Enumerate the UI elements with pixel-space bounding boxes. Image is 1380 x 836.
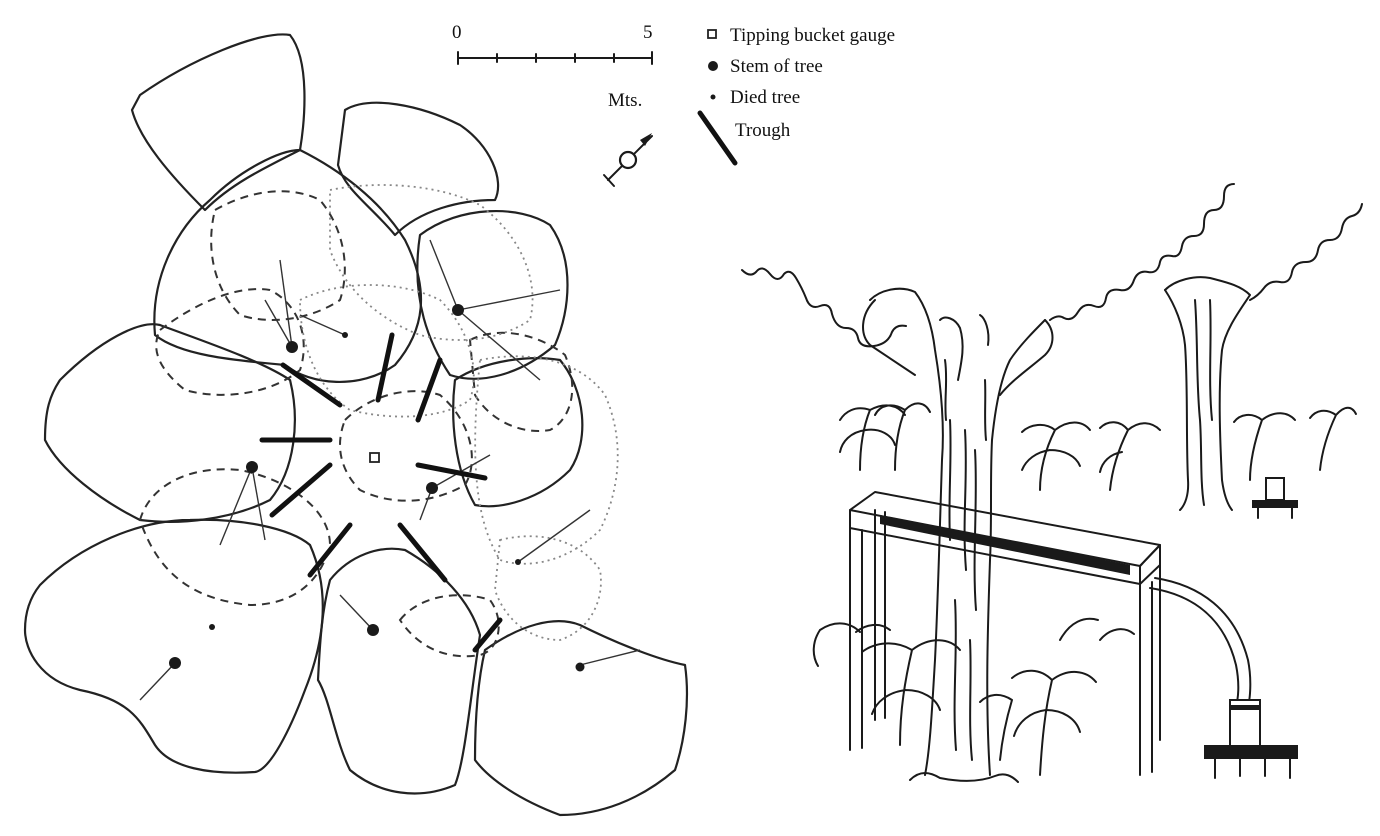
trough — [269, 462, 333, 518]
tree-stem — [452, 304, 464, 316]
troughs — [259, 332, 503, 653]
died-tree — [209, 624, 215, 630]
undergrowth — [812, 402, 1357, 776]
small-dot-icon — [710, 94, 716, 100]
trough — [280, 362, 343, 408]
tipping-bucket-illustration — [1204, 699, 1298, 779]
crown-outline — [316, 547, 482, 795]
open-square-icon — [707, 29, 717, 39]
crown-outline-dashed — [138, 468, 332, 607]
background-tree-trunk — [1164, 289, 1190, 511]
crown-outline-dashed — [468, 331, 574, 432]
main-tree-trunk — [869, 287, 944, 776]
died-tree — [342, 332, 348, 338]
scale-unit-label: Mts. — [608, 90, 642, 111]
tree-stems — [169, 304, 585, 672]
crown-outline — [153, 148, 423, 383]
tree-stem — [246, 461, 258, 473]
legend-label-stem: Stem of tree — [730, 56, 823, 77]
crown-outline — [130, 33, 306, 212]
trough — [375, 332, 395, 403]
trough-illustration — [741, 183, 1363, 783]
canopy-line — [1249, 203, 1363, 301]
crown-map — [23, 33, 689, 817]
crown-outline — [416, 209, 569, 380]
legend-label-died: Died tree — [730, 87, 800, 108]
trough-line-icon — [697, 110, 738, 166]
crown-outline — [452, 357, 584, 508]
crown-outline-dotted — [329, 184, 534, 341]
crown-outline — [43, 323, 296, 523]
crown-outline-dashed — [155, 288, 305, 396]
died-trees — [209, 332, 521, 630]
tree-stem — [169, 657, 181, 669]
scale-start-label: 0 — [452, 22, 462, 43]
main-tree-trunk — [986, 319, 1046, 776]
died-tree — [515, 559, 521, 565]
canopy-line — [1049, 183, 1235, 321]
filled-dot-icon — [708, 61, 718, 71]
trough — [415, 462, 488, 481]
tree-stem — [575, 662, 585, 672]
crown-outline-dashed — [210, 190, 346, 321]
crown-outline — [336, 101, 500, 237]
crown-outline-dashed — [398, 594, 500, 658]
crown-outline-dashed — [339, 390, 473, 502]
crown-outline-dotted — [494, 535, 602, 641]
crown-outline-dotted — [474, 355, 619, 565]
tree-stem — [286, 341, 298, 353]
trough — [307, 522, 353, 578]
crown-outline — [23, 518, 324, 774]
trough — [397, 522, 448, 583]
background-gauge — [1252, 477, 1298, 519]
tree-stem — [367, 624, 379, 636]
trough-collector — [849, 491, 1252, 776]
legend: Tipping bucket gauge Stem of tree Died t… — [697, 25, 895, 166]
tree-stem — [426, 482, 438, 494]
bark-texture — [944, 359, 987, 761]
trough — [415, 357, 443, 423]
crown-outline-dotted — [299, 284, 475, 418]
scale-bar: 0 5 Mts. — [452, 22, 653, 111]
tipping-bucket-gauge — [369, 452, 380, 463]
trough — [472, 617, 503, 653]
scale-end-label: 5 — [643, 22, 653, 43]
crown-outline — [473, 620, 689, 817]
legend-label-trough: Trough — [735, 120, 791, 141]
background-tree-trunk — [1164, 276, 1251, 511]
canopy-line — [741, 267, 907, 348]
legend-label-gauge: Tipping bucket gauge — [730, 25, 895, 46]
north-arrow-icon — [603, 133, 653, 187]
